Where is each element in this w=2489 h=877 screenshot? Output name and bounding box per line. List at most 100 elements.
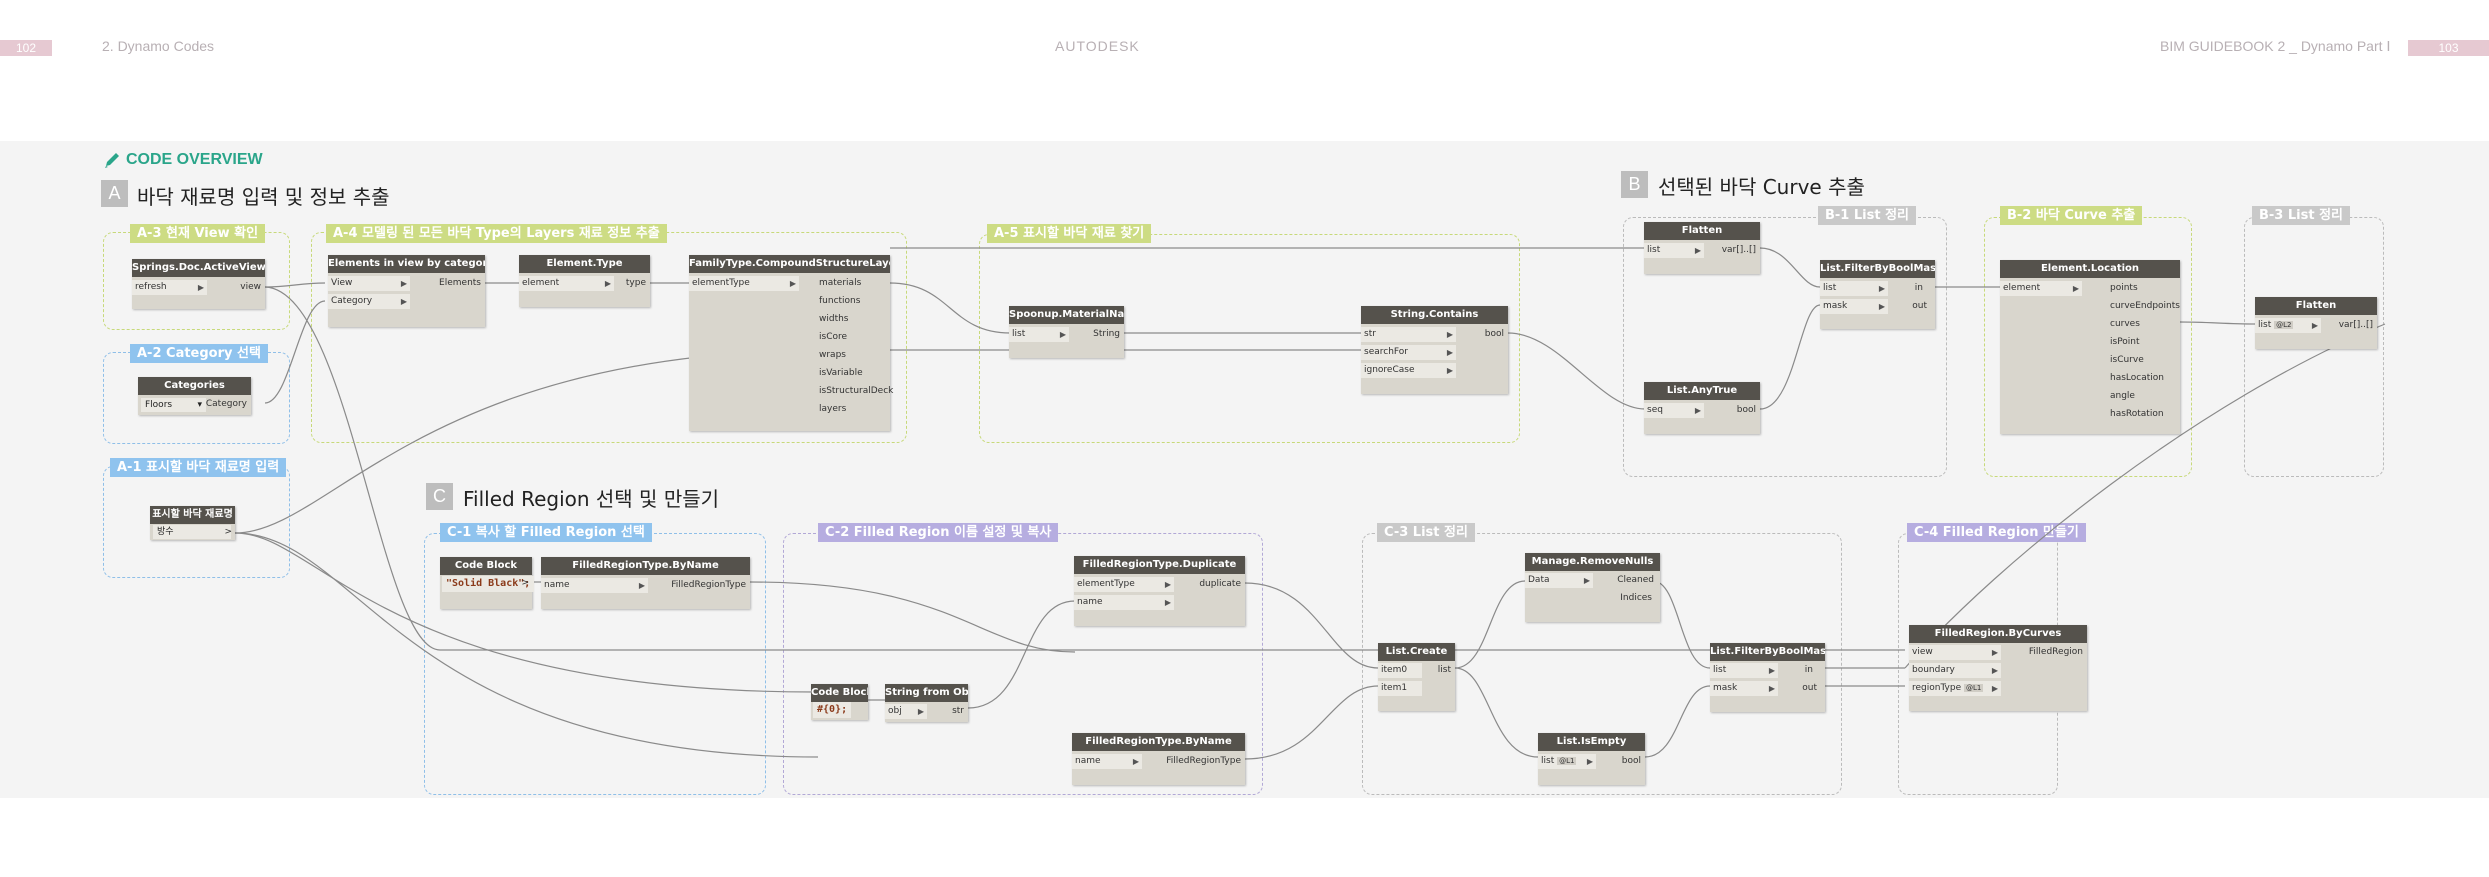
- input-port-elementtype[interactable]: elementType▶: [689, 276, 799, 291]
- node-string-input[interactable]: 표시할 바닥 재료명 방수 >: [150, 506, 235, 540]
- input-port-data[interactable]: Data▶: [1525, 573, 1593, 588]
- node-filter-by-bool-mask-2[interactable]: List.FilterByBoolMask list▶ mask▶ in out: [1710, 643, 1825, 712]
- output-port-list[interactable]: list: [1437, 665, 1451, 675]
- code-editor[interactable]: "Solid Black";: [442, 576, 535, 592]
- output-port-materials[interactable]: materials: [819, 278, 862, 288]
- output-port-isstructuraldeck[interactable]: isStructuralDeck: [819, 386, 894, 396]
- input-port-seq[interactable]: seq▶: [1644, 403, 1704, 418]
- output-port-iscore[interactable]: isCore: [819, 332, 848, 342]
- output-port-widths[interactable]: widths: [819, 314, 849, 324]
- input-port-boundary[interactable]: boundary▶: [1909, 663, 2001, 678]
- node-material-name[interactable]: Spoonup.MaterialName list▶ String: [1009, 306, 1124, 358]
- output-port-wraps[interactable]: wraps: [819, 350, 846, 360]
- material-name-field[interactable]: 방수: [153, 525, 231, 539]
- input-port-regiontype[interactable]: regionType @L1▶: [1909, 681, 2001, 696]
- output-port-duplicate[interactable]: duplicate: [1199, 579, 1241, 589]
- input-port-mask[interactable]: mask▶: [1710, 681, 1778, 696]
- output-port-view[interactable]: view: [240, 282, 261, 292]
- output-port-curves[interactable]: curves: [2110, 319, 2140, 329]
- group-a5[interactable]: [979, 234, 1520, 443]
- output-port-filledregion[interactable]: FilledRegion: [2028, 647, 2083, 657]
- output-port-haslocation[interactable]: hasLocation: [2110, 373, 2164, 383]
- node-filled-region-type-byname-1[interactable]: FilledRegionType.ByName name▶ FilledRegi…: [541, 557, 750, 609]
- input-port-item0[interactable]: item0: [1378, 663, 1422, 678]
- node-flatten-2[interactable]: Flatten list @L2▶ var[]..[]: [2255, 297, 2377, 349]
- node-filled-region-type-byname-2[interactable]: FilledRegionType.ByName name▶ FilledRegi…: [1072, 733, 1245, 785]
- input-port-name[interactable]: name▶: [1072, 754, 1142, 769]
- input-port-item1[interactable]: item1: [1378, 681, 1422, 696]
- output-port[interactable]: >: [224, 527, 232, 537]
- output-port-ispoint[interactable]: isPoint: [2110, 337, 2140, 347]
- input-port-ignorecase[interactable]: ignoreCase▶: [1361, 363, 1456, 378]
- output-port-type[interactable]: type: [625, 278, 646, 288]
- input-port-list[interactable]: list @L2▶: [2255, 318, 2321, 333]
- node-filled-region-type-duplicate[interactable]: FilledRegionType.Duplicate elementType▶ …: [1074, 556, 1245, 626]
- input-port-view[interactable]: view▶: [1909, 645, 2001, 660]
- output-port-bool[interactable]: bool: [1621, 756, 1641, 766]
- output-port-curveendpoints[interactable]: curveEndpoints: [2110, 301, 2180, 311]
- node-list-isempty[interactable]: List.IsEmpty list @L1▶ bool: [1538, 733, 1645, 785]
- output-port-bool[interactable]: bool: [1736, 405, 1756, 415]
- input-port-element[interactable]: element▶: [519, 276, 614, 291]
- node-filter-by-bool-mask-1[interactable]: List.FilterByBoolMask list▶ mask▶ in out: [1820, 260, 1935, 329]
- node-remove-nulls[interactable]: Manage.RemoveNulls Data▶ Cleaned Indices: [1525, 553, 1660, 622]
- group-b1[interactable]: [1623, 217, 1947, 477]
- output-port-iscurve[interactable]: isCurve: [2110, 355, 2144, 365]
- output-port-angle[interactable]: angle: [2110, 391, 2135, 401]
- output-port-bool[interactable]: bool: [1484, 329, 1504, 339]
- input-port-list[interactable]: list▶: [1820, 281, 1888, 296]
- input-port-category[interactable]: Category▶: [328, 294, 410, 309]
- output-port-filledregiontype[interactable]: FilledRegionType: [1166, 756, 1241, 766]
- input-port-list[interactable]: list▶: [1710, 663, 1778, 678]
- node-compound-structure-layers[interactable]: FamilyType.CompoundStructureLayers eleme…: [689, 255, 894, 431]
- node-elements-in-view[interactable]: Elements in view by category View▶ Categ…: [328, 255, 485, 327]
- output-port-in[interactable]: in: [1804, 665, 1813, 675]
- output-port-filledregiontype[interactable]: FilledRegionType: [671, 580, 746, 590]
- output-port-points[interactable]: points: [2110, 283, 2138, 293]
- input-port-elementtype[interactable]: elementType▶: [1074, 577, 1174, 592]
- output-port-hasrotation[interactable]: hasRotation: [2110, 409, 2164, 419]
- output-port-var[interactable]: var[]..[]: [2338, 320, 2373, 330]
- output-port-in[interactable]: in: [1914, 283, 1923, 293]
- output-port-str[interactable]: str: [952, 706, 964, 716]
- code-editor[interactable]: #{0};: [813, 702, 852, 718]
- output-port-out[interactable]: out: [1802, 683, 1817, 693]
- input-port-view[interactable]: View▶: [328, 276, 410, 291]
- input-port-str[interactable]: str▶: [1361, 327, 1456, 342]
- input-port-searchfor[interactable]: searchFor▶: [1361, 345, 1456, 360]
- output-port-var[interactable]: var[]..[]: [1721, 245, 1756, 255]
- node-code-block-1[interactable]: Code Block "Solid Black"; >: [440, 557, 535, 609]
- input-port-refresh[interactable]: refresh▶: [132, 280, 207, 295]
- input-port-obj[interactable]: obj▶: [885, 704, 927, 719]
- input-port-list[interactable]: list▶: [1009, 327, 1069, 342]
- input-port-mask[interactable]: mask▶: [1820, 299, 1888, 314]
- group-c3[interactable]: [1362, 533, 1842, 795]
- node-code-block-2[interactable]: Code Block #{0};: [811, 684, 868, 720]
- output-port-indices[interactable]: Indices: [1620, 593, 1652, 603]
- output-port-out[interactable]: out: [1912, 301, 1927, 311]
- category-dropdown[interactable]: Floors ▾: [141, 398, 206, 412]
- input-port-name[interactable]: name▶: [541, 578, 648, 593]
- output-port[interactable]: >: [521, 578, 529, 588]
- output-port-isvariable[interactable]: isVariable: [819, 368, 863, 378]
- input-port-list[interactable]: list @L1▶: [1538, 754, 1596, 769]
- input-port-name[interactable]: name▶: [1074, 595, 1174, 610]
- node-categories[interactable]: Categories Floors ▾ Category: [138, 377, 251, 415]
- node-filled-region-bycurves[interactable]: FilledRegion.ByCurves view▶ boundary▶ re…: [1909, 625, 2087, 711]
- output-port-functions[interactable]: functions: [819, 296, 861, 306]
- node-element-type[interactable]: Element.Type element▶ type: [519, 255, 650, 307]
- node-element-location[interactable]: Element.Location element▶ points curveEn…: [2000, 260, 2180, 434]
- node-string-from-object[interactable]: String from Object obj▶ str: [885, 684, 968, 722]
- node-list-create[interactable]: List.Create item0 item1 list: [1378, 643, 1455, 711]
- output-port-string[interactable]: String: [1093, 329, 1120, 339]
- node-list-anytrue[interactable]: List.AnyTrue seq▶ bool: [1644, 382, 1760, 434]
- output-port-layers[interactable]: layers: [819, 404, 847, 414]
- node-string-contains[interactable]: String.Contains str▶ searchFor▶ ignoreCa…: [1361, 306, 1508, 394]
- node-flatten-1[interactable]: Flatten list▶ var[]..[]: [1644, 222, 1760, 274]
- output-port-elements[interactable]: Elements: [439, 278, 481, 288]
- input-port-list[interactable]: list▶: [1644, 243, 1704, 258]
- output-port-category[interactable]: Category: [205, 399, 247, 409]
- node-activeview[interactable]: Springs.Doc.ActiveView refresh▶ view: [132, 259, 265, 309]
- input-port-element[interactable]: element▶: [2000, 281, 2082, 296]
- output-port-cleaned[interactable]: Cleaned: [1617, 575, 1654, 585]
